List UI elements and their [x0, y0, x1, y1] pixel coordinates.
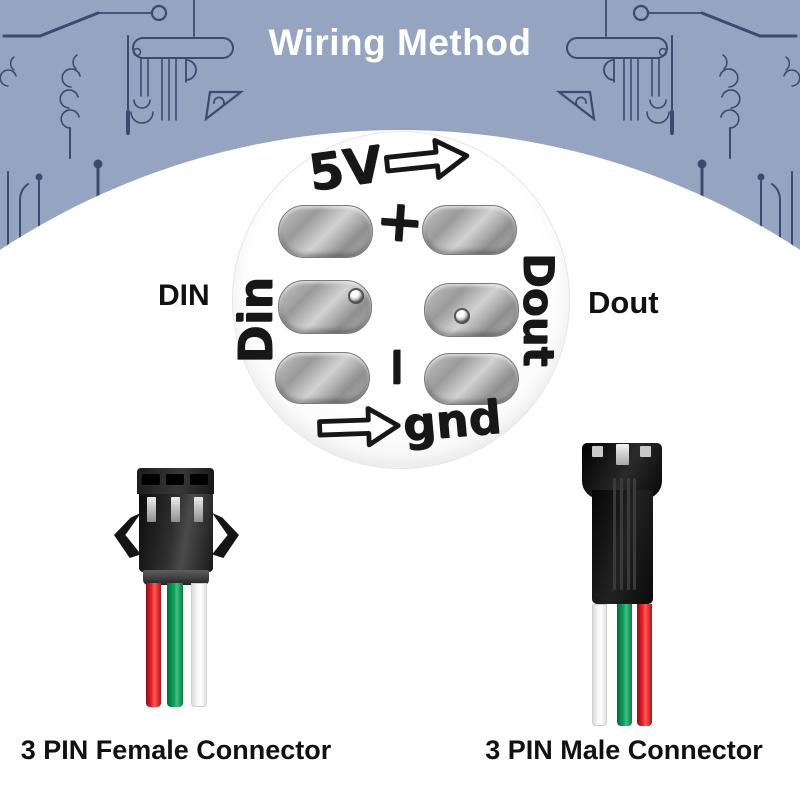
- silkscreen-gnd: gnd: [400, 389, 504, 453]
- wire-red: [637, 604, 652, 726]
- male-connector: [575, 440, 670, 730]
- pad-5v-left: [278, 205, 373, 258]
- pad-gnd-left: [275, 352, 370, 404]
- wire-red: [146, 583, 161, 707]
- connector-slot: [190, 474, 208, 485]
- connector-slot: [142, 474, 160, 485]
- led-pixel-board: 5V + − Din Dout gnd: [229, 132, 569, 468]
- silkscreen-plus: +: [373, 185, 427, 257]
- pin-opening: [592, 446, 603, 457]
- silkscreen-minus: −: [367, 344, 430, 390]
- latch-wing: [114, 512, 141, 558]
- pin-opening: [640, 446, 651, 457]
- via-hole: [454, 308, 470, 324]
- wire-white: [191, 583, 207, 707]
- male-connector-caption: 3 PIN Male Connector: [485, 735, 763, 765]
- din-label: DIN: [158, 279, 210, 312]
- metal-pin: [147, 497, 156, 522]
- metal-pin: [171, 497, 180, 522]
- circuit-traces-icon: [555, 0, 800, 246]
- pad-5v-right: [422, 205, 517, 255]
- pad-gnd-right: [424, 353, 519, 405]
- connector-body: [592, 490, 653, 604]
- pad-dout: [424, 283, 519, 337]
- female-connector: [110, 468, 245, 713]
- dout-label: Dout: [588, 285, 659, 320]
- silkscreen-din: Din: [229, 276, 283, 364]
- arrow-right-icon: [383, 138, 470, 180]
- connector-slot: [166, 474, 184, 485]
- silkscreen-dout: Dout: [514, 253, 563, 367]
- body-groove: [627, 478, 630, 590]
- female-connector-caption: 3 PIN Female Connector: [20, 735, 332, 765]
- connector-base: [143, 570, 209, 585]
- wire-green: [617, 604, 632, 726]
- via-hole: [348, 288, 364, 304]
- latch-wing: [212, 512, 239, 558]
- pin-opening: [616, 444, 629, 465]
- wire-green: [167, 583, 183, 707]
- arrow-right-icon: [317, 406, 401, 448]
- page-title: Wiring Method: [268, 22, 532, 63]
- wire-white: [592, 604, 607, 726]
- metal-pin: [194, 497, 203, 522]
- body-groove: [613, 478, 616, 590]
- body-groove: [620, 478, 623, 590]
- body-groove: [633, 478, 636, 590]
